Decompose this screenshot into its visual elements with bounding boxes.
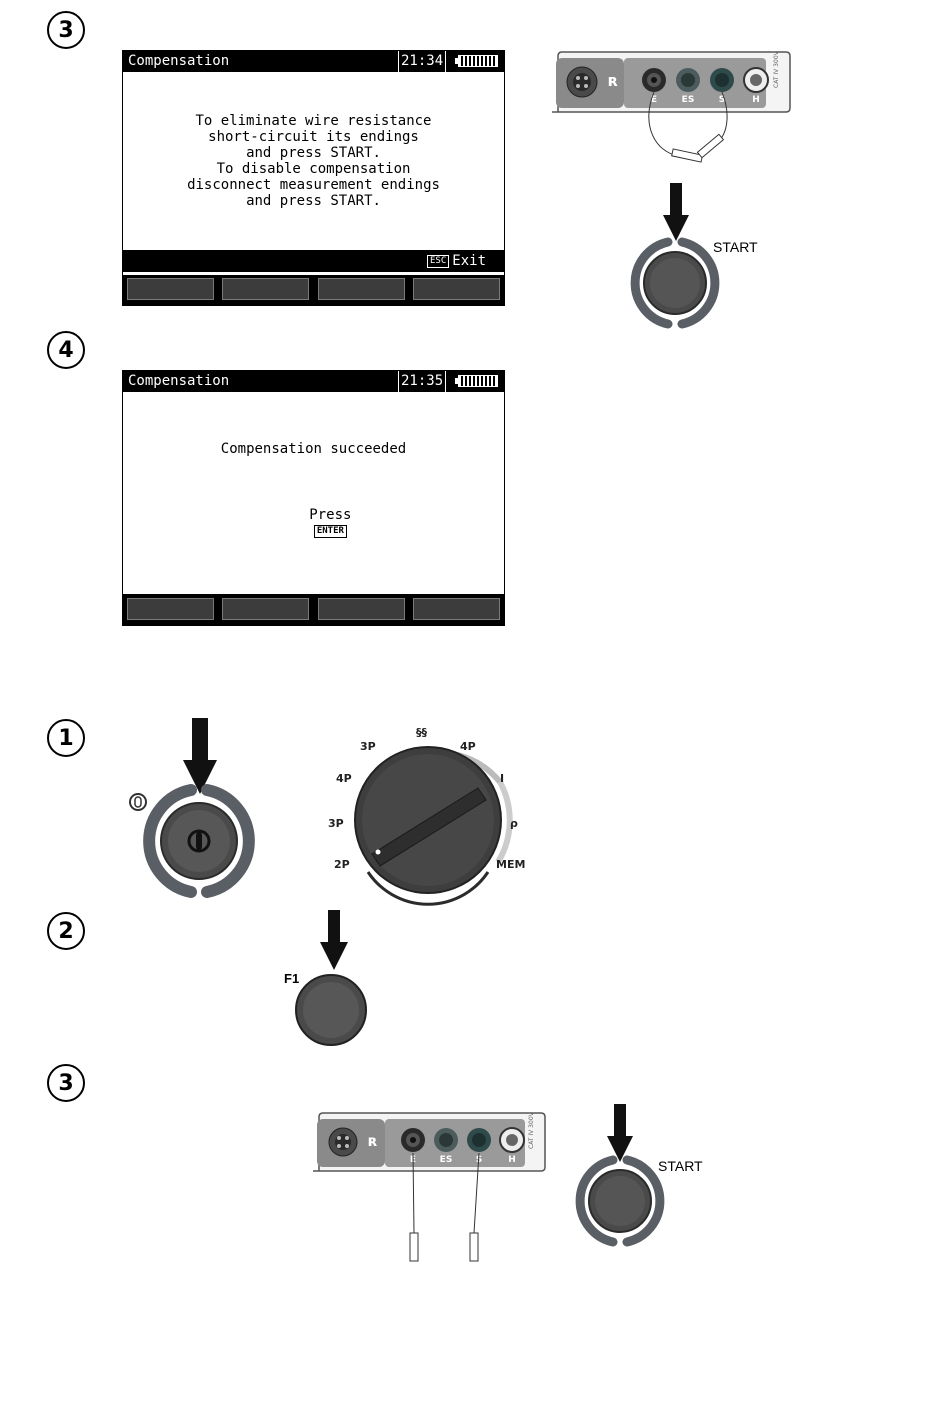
- down-arrow-icon: [183, 718, 217, 794]
- dial-label-4p: 4P: [336, 772, 352, 785]
- press-enter-hint: Press ENTER: [123, 491, 504, 555]
- step-number-2: 2: [47, 912, 85, 950]
- down-arrow-icon: [663, 183, 689, 241]
- socket-h-icon: [743, 67, 769, 93]
- svg-text:CAT IV 300V: CAT IV 300V: [528, 1111, 535, 1149]
- function-key-1[interactable]: [127, 598, 214, 620]
- svg-text:H: H: [508, 1155, 516, 1165]
- success-message: Compensation succeeded: [220, 441, 407, 457]
- function-key-3[interactable]: [318, 598, 405, 620]
- start-label: START: [658, 1158, 703, 1174]
- socket-e-icon: [642, 68, 666, 92]
- exit-label: Exit: [452, 253, 486, 269]
- meter-screen-success: Compensation 21:35 Compensation succeede…: [122, 370, 505, 626]
- svg-text:CAT IV 300V: CAT IV 300V: [773, 50, 780, 88]
- function-key-4[interactable]: [413, 278, 500, 300]
- svg-text:H: H: [752, 95, 760, 105]
- step-number-1: 1: [47, 719, 85, 757]
- terminal-panel-open: ʀ E ES S H CAT IV 300V: [313, 1111, 546, 1262]
- esc-key-icon: ESC: [427, 254, 450, 268]
- dial-label-2p: 2P: [334, 858, 350, 871]
- function-key-4[interactable]: [413, 598, 500, 620]
- battery-icon: [455, 55, 498, 67]
- svg-text:ES: ES: [682, 95, 695, 105]
- battery-icon: [455, 375, 498, 387]
- start-button[interactable]: [575, 1155, 665, 1247]
- clock: 21:34: [398, 51, 447, 72]
- power-symbol-icon: [129, 793, 147, 811]
- dial-label-4p-lightning: 4P: [460, 740, 476, 753]
- svg-text:ʀ: ʀ: [368, 1132, 378, 1150]
- function-key-2[interactable]: [222, 278, 309, 300]
- function-key-2[interactable]: [222, 598, 309, 620]
- instruction-message: To eliminate wire resistance short-circu…: [187, 113, 440, 209]
- step-number-3-top: 3: [47, 11, 85, 49]
- svg-text:ES: ES: [440, 1155, 453, 1165]
- meter-screen-instructions: Compensation 21:34 To eliminate wire res…: [122, 50, 505, 306]
- dial-label-rho: ρ: [510, 817, 518, 830]
- power-button[interactable]: [143, 784, 255, 898]
- dial-label-3p-clamp: 3P: [360, 740, 376, 753]
- f1-button[interactable]: [294, 973, 368, 1047]
- function-key-3[interactable]: [318, 278, 405, 300]
- svg-text:S: S: [719, 95, 725, 105]
- svg-text:E: E: [651, 95, 657, 105]
- down-arrow-icon: [607, 1104, 633, 1162]
- screen-title: Compensation: [128, 53, 230, 69]
- clock: 21:35: [398, 371, 447, 392]
- function-key-bar: [123, 594, 504, 625]
- dial-label-clamps: §§: [416, 726, 428, 739]
- press-label: Press: [309, 507, 352, 523]
- svg-text:ʀ: ʀ: [608, 71, 618, 90]
- start-label: START: [713, 239, 758, 255]
- socket-es-icon: [676, 68, 700, 92]
- f1-label: F1: [284, 971, 300, 986]
- step-number-3-bottom: 3: [47, 1064, 85, 1102]
- screen-title: Compensation: [128, 373, 230, 389]
- start-button[interactable]: [630, 237, 720, 329]
- function-key-bar: [123, 275, 504, 305]
- step-number-4: 4: [47, 331, 85, 369]
- socket-s-icon: [710, 68, 734, 92]
- rotary-function-dial[interactable]: 2P 3P 4P 3P §§ 4P I ρ MEM: [328, 722, 533, 906]
- screen-title-bar: Compensation 21:34: [123, 51, 504, 72]
- dial-label-i: I: [500, 772, 504, 785]
- screen-title-bar: Compensation 21:35: [123, 371, 504, 392]
- terminal-panel-shorted: ʀ E ES S H CAT IV 300V: [552, 50, 791, 163]
- enter-key-icon[interactable]: ENTER: [313, 524, 347, 538]
- dial-label-mem: MEM: [496, 858, 525, 871]
- dial-label-3p: 3P: [328, 817, 344, 830]
- down-arrow-icon: [320, 910, 348, 970]
- function-key-1[interactable]: [127, 278, 214, 300]
